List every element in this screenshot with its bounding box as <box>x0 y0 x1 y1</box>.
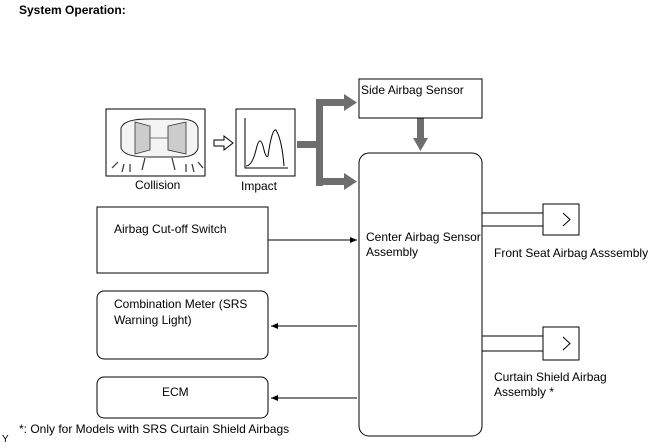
airbag-cutoff-switch-box <box>96 206 269 274</box>
collision-illustration <box>105 108 206 177</box>
thick-branch-arrows <box>297 94 428 190</box>
signal-arrows <box>268 237 357 401</box>
center-airbag-sensor-box <box>358 152 483 437</box>
ecm-box <box>96 376 269 419</box>
center-airbag-sensor-label-line1: Center Airbag Sensor <box>366 230 481 244</box>
page-title: System Operation: <box>19 3 126 17</box>
center-airbag-sensor-label-line2: Assembly <box>366 245 419 259</box>
corner-mark: Y <box>2 434 9 445</box>
curtain-shield-airbag-label-line2: Assembly * <box>494 385 555 399</box>
curtain-shield-airbag-symbol <box>542 326 580 361</box>
footnote: *: Only for Models with SRS Curtain Shie… <box>19 422 290 436</box>
combination-meter-label-line1: Combination Meter (SRS <box>114 297 248 311</box>
combination-meter-box <box>96 290 269 360</box>
airbag-output-lines <box>482 212 543 352</box>
collision-label: Collision <box>135 178 181 192</box>
combination-meter-label-line2: Warning Light) <box>114 313 192 327</box>
side-airbag-sensor-box <box>358 78 483 119</box>
impact-label: Impact <box>241 179 278 193</box>
front-seat-airbag-symbol <box>542 203 580 236</box>
front-seat-airbag-label: Front Seat Airbag Asssembly <box>494 246 649 260</box>
curtain-shield-airbag-label-line1: Curtain Shield Airbag <box>494 370 607 384</box>
hollow-arrow <box>213 134 234 152</box>
ecm-label: ECM <box>162 385 189 399</box>
airbag-cutoff-switch-label: Airbag Cut-off Switch <box>114 222 227 236</box>
impact-graph <box>235 108 296 177</box>
side-airbag-sensor-label: Side Airbag Sensor <box>361 83 464 97</box>
